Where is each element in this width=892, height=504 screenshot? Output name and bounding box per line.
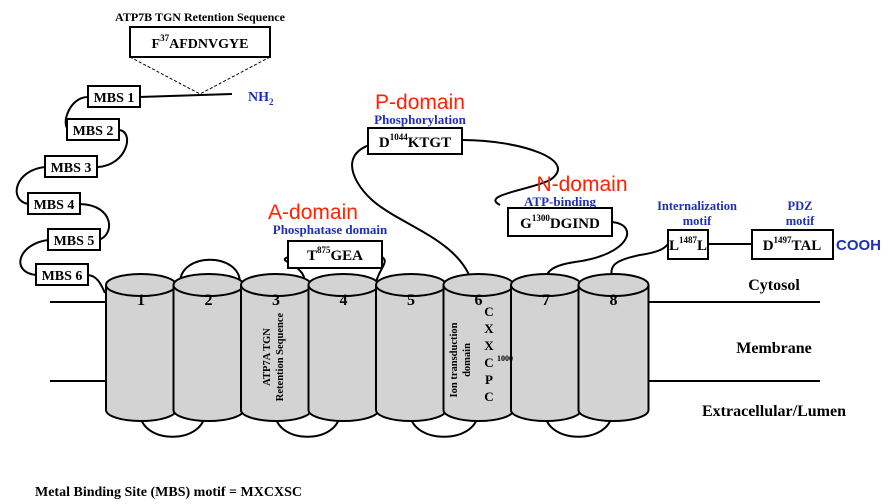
internalization-box: [667, 229, 709, 260]
internalization-box-label: L1487L: [669, 235, 707, 254]
helix6-label-line1: Ion transduction: [449, 322, 460, 397]
a-domain-subtitle: Phosphatase domain: [273, 222, 388, 237]
mbs-link-3-4: [15, 166, 46, 205]
helix-1-label: 1: [137, 292, 145, 309]
helix-4-body: [307, 285, 380, 422]
helix-3-label: 3: [272, 292, 280, 309]
atp7b-callout-left: [129, 56, 201, 95]
atp7b-callout-right: [199, 56, 271, 95]
helix-3-body: [240, 285, 312, 422]
n-domain-title: N-domain: [536, 173, 627, 196]
nh2-label: NH2: [248, 90, 274, 107]
internalization-label-line2: motif: [683, 214, 712, 228]
atp7b-title: ATP7B TGN Retention Sequence: [115, 10, 286, 24]
atp7b-seq-box: [129, 26, 271, 58]
helix-group: 1 2 3 4 5 6 7 8: [105, 273, 650, 422]
helix-7-label: 7: [542, 292, 550, 309]
helix-8-label: 8: [610, 292, 618, 309]
mbs-label-5: MBS 5: [54, 234, 95, 249]
helix-8-body: [577, 285, 650, 422]
membrane-label: Membrane: [736, 340, 812, 357]
mbs-box-2: [66, 118, 120, 141]
loop-p-domain: [351, 139, 473, 284]
footer-note: Metal Binding Site (MBS) motif = MXCXSC: [35, 485, 302, 500]
helix6-motif-c3: C: [484, 389, 493, 404]
mbs-box-1: [87, 85, 141, 108]
helix3-label-line2: Retention Sequence: [275, 312, 286, 401]
internalization-label-line1: Internalization: [657, 199, 737, 213]
a-domain-box: [287, 240, 383, 269]
helix-2-label: 2: [205, 292, 213, 309]
helix6-motif-sup: 1000: [497, 354, 513, 363]
mbs-label-3: MBS 3: [51, 161, 92, 176]
helix-4-label: 4: [340, 292, 348, 309]
n-domain-box: [507, 207, 613, 237]
p-domain-subtitle: Phosphorylation: [374, 112, 467, 127]
mbs-box-3: [44, 155, 98, 178]
loop-n-to-helix7: [544, 221, 629, 284]
pdz-box-label: D1497TAL: [763, 235, 822, 254]
mbs-label-2: MBS 2: [73, 124, 114, 139]
helix6-motif-x2: X: [484, 338, 494, 353]
a-domain-box-label: T875GEA: [307, 245, 363, 264]
mbs-box-5: [47, 228, 101, 251]
loop-p-to-n: [461, 139, 559, 206]
helix3-label-line1: ATP7A TGN: [262, 328, 273, 386]
helix-5-body: [375, 285, 447, 422]
p-domain-box: [367, 127, 463, 155]
mbs-link-5-6: [19, 239, 49, 276]
a-domain-title: A-domain: [268, 201, 358, 224]
extracellular-label: Extracellular/Lumen: [702, 403, 846, 420]
nterm-tail: [138, 93, 233, 98]
p-domain-box-label: D1044KTGT: [379, 132, 451, 151]
pdz-box: [751, 229, 834, 260]
helix-7-body: [510, 285, 582, 422]
mbs-link-4-5: [79, 203, 111, 241]
mbs-label-1: MBS 1: [94, 91, 135, 106]
mbs-box-6: [35, 263, 89, 286]
helix6-motif-c1: C: [484, 304, 493, 319]
loop-cyto-2-3: [179, 258, 241, 284]
p-domain-title: P-domain: [375, 91, 465, 114]
mbs-label-6: MBS 6: [42, 269, 83, 284]
helix-5-label: 5: [407, 292, 415, 309]
helix6-motif-c2: C: [484, 355, 493, 370]
helix6-motif-x1: X: [484, 321, 494, 336]
pdz-label-line1: PDZ: [788, 199, 813, 213]
helix-2-body: [172, 285, 245, 422]
cytosol-label: Cytosol: [748, 277, 800, 294]
helix-6-body: [442, 285, 515, 422]
atp7b-seq-label: F37AFDNVGYE: [152, 33, 249, 52]
helix-8-cap: [577, 273, 650, 297]
helix6-label-line2: domain: [462, 343, 473, 377]
helix-6-label: 6: [475, 292, 483, 309]
loop-helix8-to-int: [610, 243, 669, 284]
mbs-link-2-3: [97, 129, 128, 168]
pdz-label-line2: motif: [786, 214, 815, 228]
mbs-label-4: MBS 4: [34, 198, 75, 213]
n-domain-subtitle: ATP-binding: [524, 194, 597, 209]
cooh-label: COOH: [836, 237, 881, 254]
mbs-box-4: [27, 192, 81, 215]
helix-1-body: [105, 285, 177, 422]
n-domain-box-label: G1300DGIND: [520, 213, 600, 232]
helix6-motif-p: P: [485, 372, 493, 387]
mbs6-to-helix1: [86, 274, 106, 294]
